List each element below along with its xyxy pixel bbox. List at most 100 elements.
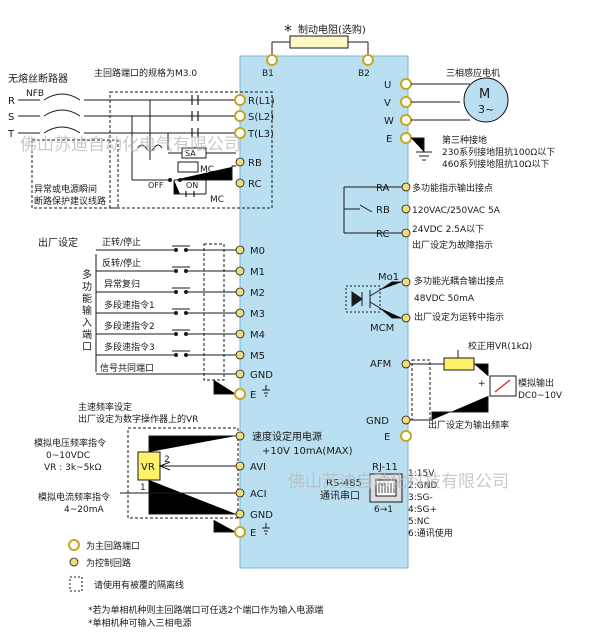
on-label: ON [186,181,198,190]
input-label-3: 多段速指令1 [104,299,155,311]
rb-label-right: RB [376,205,390,216]
watermark-top: 佛山苏迪自动化电气有限公司 [20,135,241,155]
terminal-power [235,431,245,441]
meter-label: 模拟输出 [518,377,554,389]
motor-symbol [463,77,509,123]
terminal-m5 [235,350,245,360]
term-aci: ACI [250,489,267,500]
brake-title: 制动电阻(选购) [298,23,366,36]
rj-pin-6: 6:通讯使用 [408,527,453,539]
terminal-mcm [401,313,411,323]
photo-rating: 48VDC 50mA [414,294,475,304]
afm-calibration-vr [443,357,475,371]
rj11-pins-direction: 6→1 [374,505,393,515]
u-label: U [384,80,391,91]
rj-pin-2: 2:GND [408,481,437,491]
term-gnd: GND [250,370,273,381]
analog-v-line-1: 模拟电压频率指令 [34,437,106,449]
meter-plus: + [478,379,486,389]
photo-label: 多功能光耦合输出接点 [414,275,504,287]
terminal-v [400,96,412,108]
afm-default: 出厂设定为输出频率 [428,419,509,431]
analog-v-line-3: VR : 3k~5kΩ [44,463,102,473]
ra-label: RA [376,183,390,194]
protection-dashed-box [109,91,273,209]
w-label: W [384,116,394,127]
afm-label: AFM [370,359,391,370]
terminal-ra [401,182,411,192]
terminal-t [234,127,246,139]
note-1: *若为单相机种则主回路端口可任选2个端口作为输入电源端 [88,604,323,616]
mf-char-5: 端 [82,328,92,341]
terminal-m3 [235,308,245,318]
breaker-arcs [43,93,81,134]
rs485-group: RS-485 通讯串口 RJ-11 6→1 1:15V 2:GND 3:SG- … [320,462,453,539]
legend-main-text: 为主回路端口 [86,540,140,552]
main-term-r: R(L1) [248,96,275,107]
mc-coil [177,161,199,173]
input-label-4: 多段速指令2 [104,320,155,332]
term-m1: M1 [250,267,265,278]
terminal-rc-left [235,178,245,188]
ground-icon-analog [262,523,270,535]
ground-symbol-top [416,151,432,161]
analog-i-line-1: 模拟电流频率指令 [38,491,110,503]
mc-label-2: MC [210,195,224,205]
terminal-afm [401,359,411,369]
analog-v-line-2: 0~10VDC [46,451,90,461]
e-label-top: E [386,134,392,145]
watermark-bottom: 佛山苏迪自动化科技有限公司 [288,472,509,492]
terminal-e-input [234,388,246,400]
input-label-1: 反转/停止 [102,257,141,269]
factory-label: 出厂设定 [38,236,78,249]
terminal-m1 [235,266,245,276]
term-m0: M0 [250,246,265,257]
main-term-rb: RB [248,158,262,169]
off-label: OFF [148,181,164,190]
term-m2: M2 [250,288,265,299]
terminal-aci [235,488,245,498]
motor-phase: 3~ [478,103,494,116]
rj11-label: RJ-11 [372,462,398,473]
legend-shield-text: 请使用有被覆的隔离线 [94,579,184,591]
terminal-afm-gnd [401,415,411,425]
vr-pin-2: 2 [164,455,170,465]
motor-title: 三相感应电机 [446,67,500,79]
term-m3: M3 [250,309,265,320]
mf-char-6: 口 [82,342,92,353]
mf-char-1: 功 [82,281,92,293]
rj-pin-3: 3:SG- [408,493,433,503]
term-m5: M5 [250,351,265,362]
rc-label-right: RC [376,229,389,240]
analog-i-line-2: 4~20mA [64,505,104,515]
power-line-1: 速度设定用电源 [252,430,322,443]
mf-char-4: 入 [82,318,92,329]
main-terminals-left: R(L1) S(L2) T(L3) RB RC [234,94,275,190]
terminal-rb-left [235,157,245,167]
ground-line-1: 230系列接地阻抗100Ω以下 [442,146,555,158]
terminal-rb-right [401,204,411,214]
power-line-2: +10V 10mA(MAX) [262,446,353,457]
terminal-m0 [235,245,245,255]
input-label-0: 正转/停止 [102,236,141,248]
transformer-coil [137,144,163,152]
vr-pin-1: 1 [140,483,146,493]
rs485-line-1: RS-485 [326,478,362,489]
input-label-2: 异常复归 [104,278,140,290]
mf-char-2: 能 [82,292,92,305]
terminal-afm-e [400,430,412,442]
ground-line-2: 460系列接地阻抗10Ω以下 [442,158,550,170]
phase-s-label: S [8,112,14,123]
mf-char-3: 输 [82,304,92,317]
phase-t-label: T [7,129,15,140]
afm-vr-label: 校正用VR(1kΩ) [468,340,532,352]
term-avi: AVI [250,462,266,473]
v-label: V [384,98,391,109]
legend: 为主回路端口 为控制回路 请使用有被覆的隔离线 *若为单相机种则主回路端口可任选… [68,539,323,629]
main-spec-note: 主回路端口的规格为M3.0 [94,67,197,79]
b1-terminal [266,54,278,66]
inputs-group: 出厂设定 多 功 能 输 入 端 口 正转/停止 反转/停止 异常复归 多段速指… [38,236,273,401]
brake-resistor-group: * 制动电阻(选购) B1 B2 [262,21,374,79]
term-gnd-analog: GND [250,510,273,521]
